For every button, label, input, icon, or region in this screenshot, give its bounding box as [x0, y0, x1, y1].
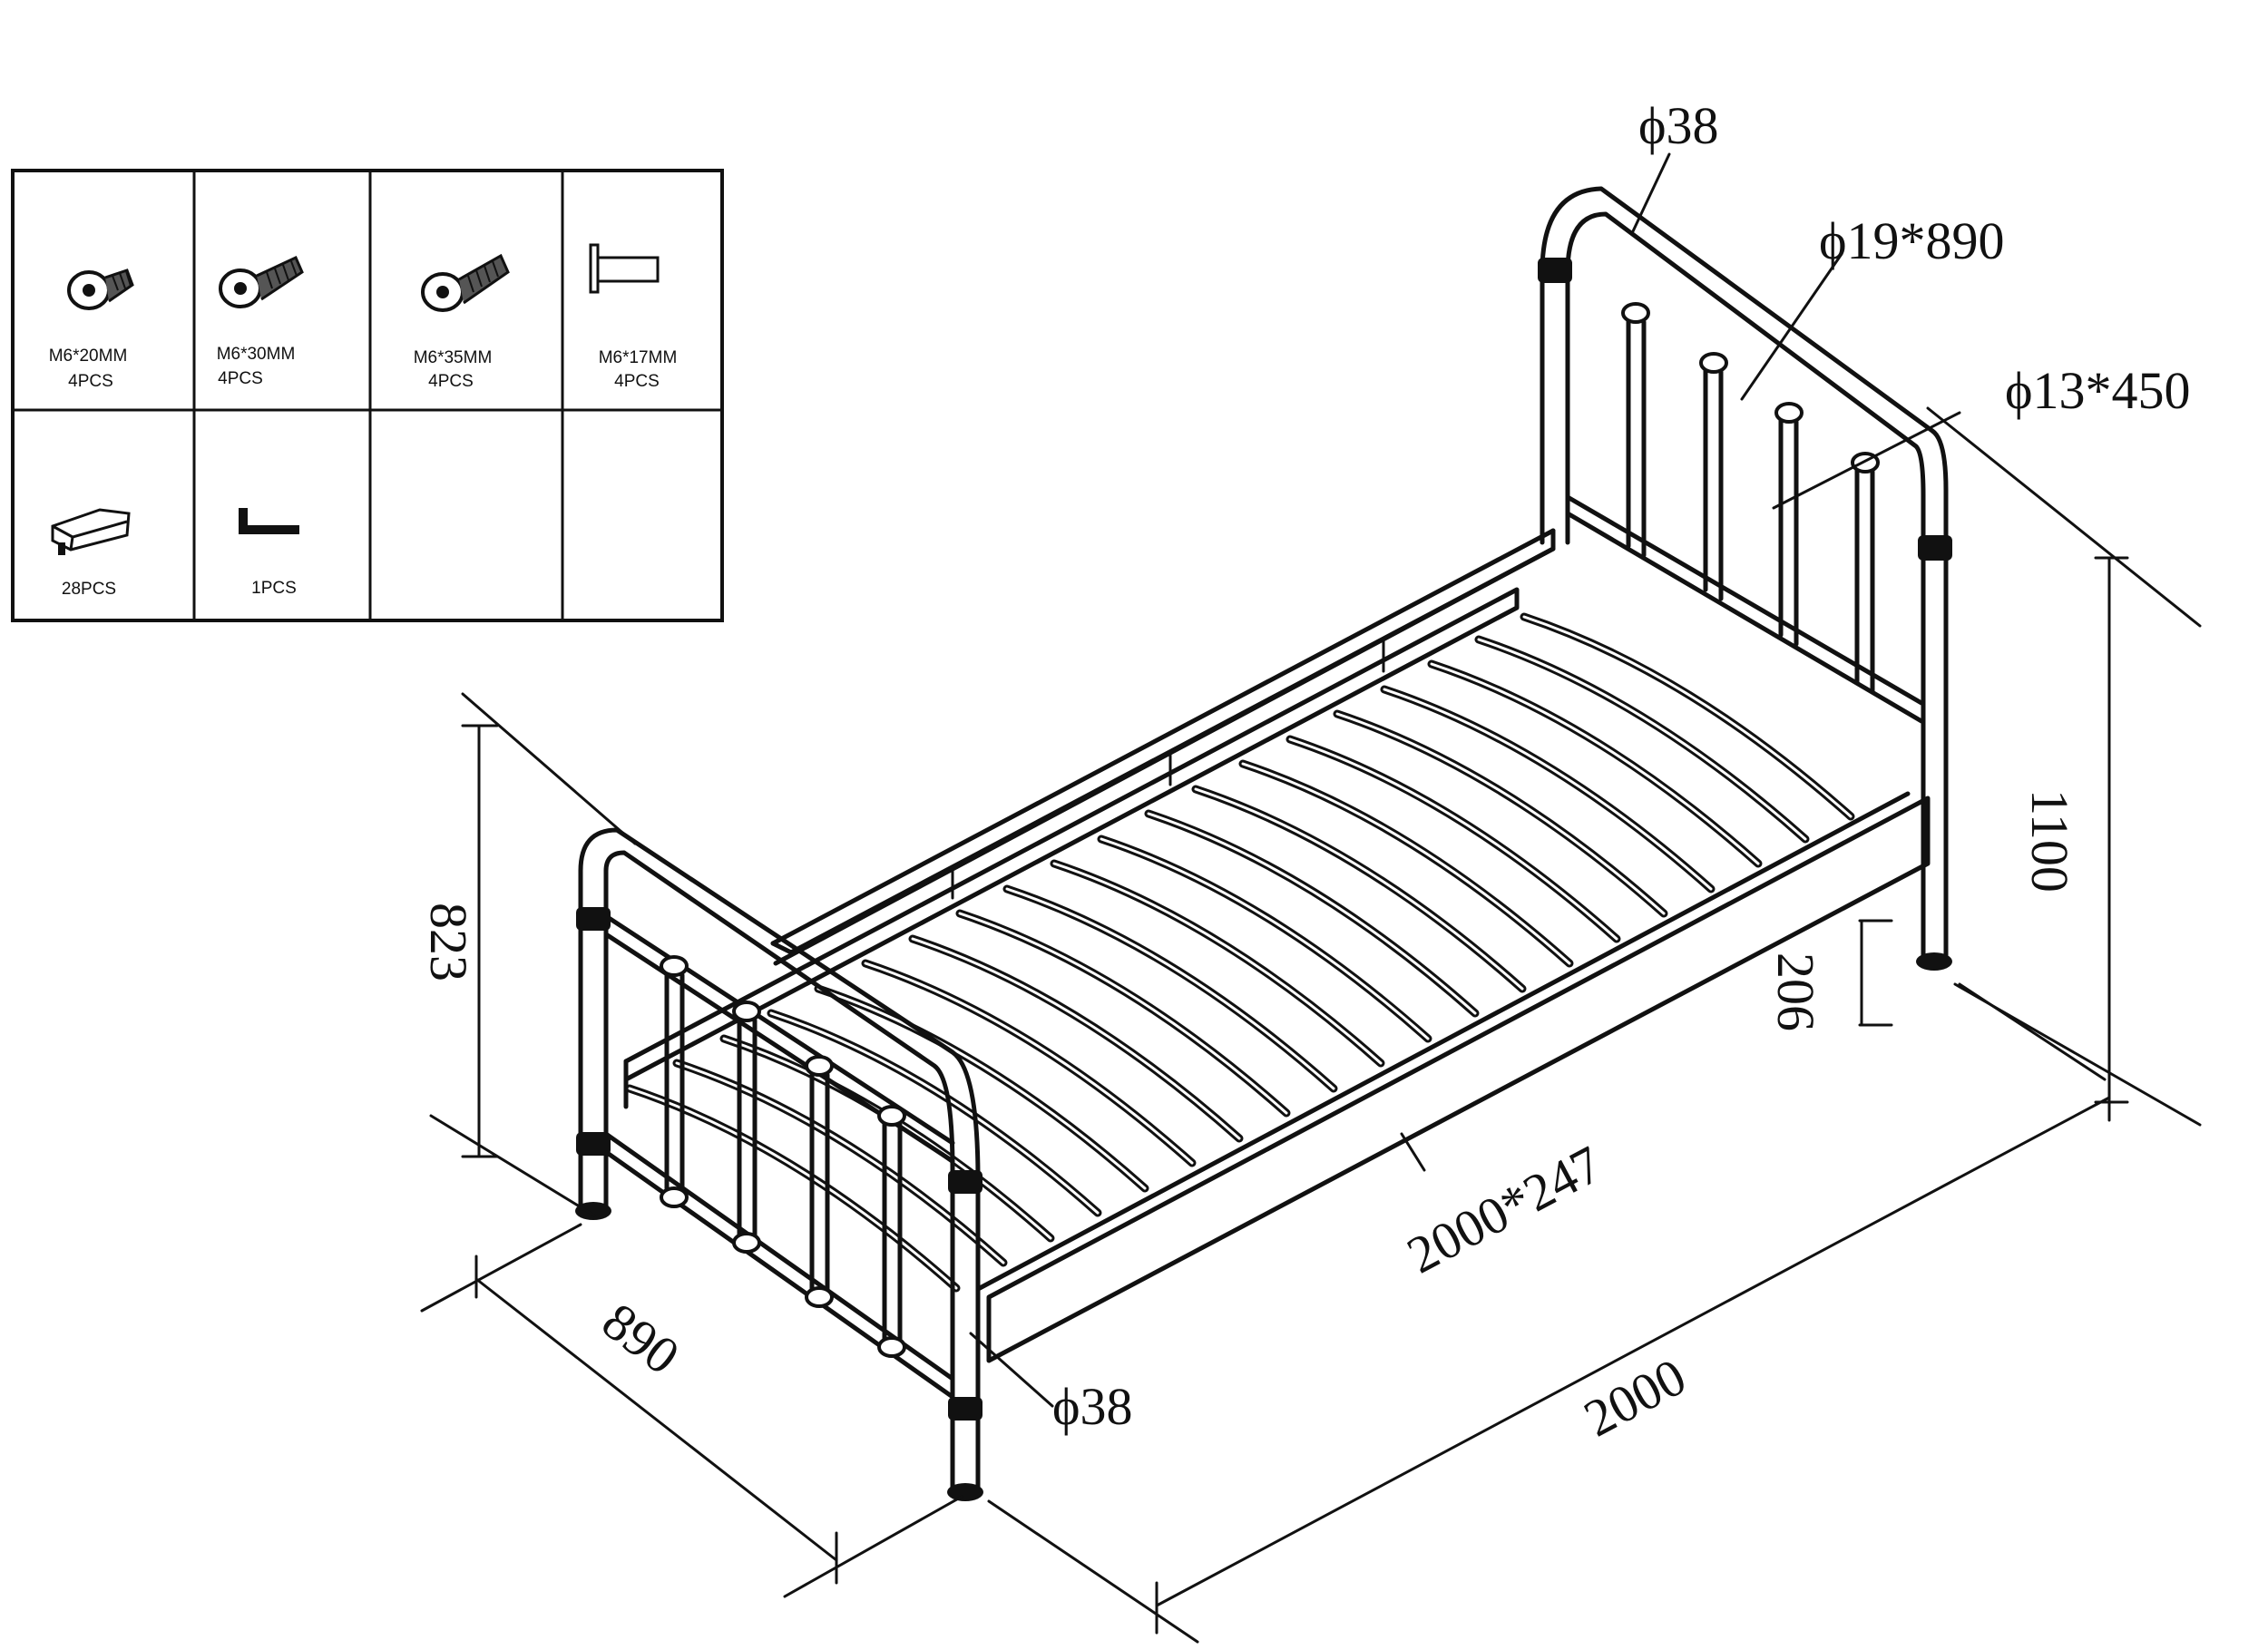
dim-side-rail-height: 206 — [1766, 952, 1825, 1031]
dim-leg-tube: ϕ38 — [1052, 1377, 1133, 1436]
bed-frame — [575, 186, 1952, 1501]
screw-m6x30-icon — [219, 255, 304, 308]
footboard — [575, 827, 983, 1501]
part-size: M6*17MM — [599, 348, 678, 367]
back-side-rail — [770, 528, 1556, 966]
part-qty: 4PCS — [428, 372, 474, 391]
dim-foot-height: 823 — [419, 903, 478, 981]
dim-headboard-top-bar: ϕ19*890 — [1819, 211, 2005, 270]
parts-table-border — [11, 169, 724, 622]
dim-length: 2000 — [1575, 1347, 1696, 1449]
screw-m6x20-icon — [67, 268, 134, 310]
dim-headboard-tube: ϕ38 — [1638, 96, 1719, 155]
front-side-rail — [977, 791, 1931, 1363]
part-qty: 4PCS — [614, 372, 660, 391]
dim-head-height: 1100 — [2020, 789, 2079, 893]
part-size: M6*20MM — [49, 347, 128, 366]
headboard — [1538, 186, 1952, 971]
screw-m6x35-icon — [421, 253, 510, 312]
part-qty: 28PCS — [62, 580, 116, 599]
part-size: M6*30MM — [217, 345, 296, 364]
part-qty: 4PCS — [68, 372, 113, 391]
allen-key-icon — [239, 508, 299, 534]
dimension-lines — [420, 152, 2202, 1644]
bolt-m6x17-icon — [589, 243, 660, 294]
dim-side-rail: 2000*247 — [1398, 1134, 1611, 1284]
part-size: M6*35MM — [414, 348, 493, 367]
dim-headboard-spindle: ϕ13*450 — [2005, 361, 2191, 420]
parts-table: M6*20MM 4PCS M6*30MM 4PCS M6*35MM 4PCS M… — [11, 169, 724, 622]
part-qty: 1PCS — [251, 579, 297, 598]
slat-holder-cap-icon — [51, 508, 131, 555]
dim-width: 890 — [591, 1291, 690, 1385]
part-qty: 4PCS — [218, 369, 263, 388]
